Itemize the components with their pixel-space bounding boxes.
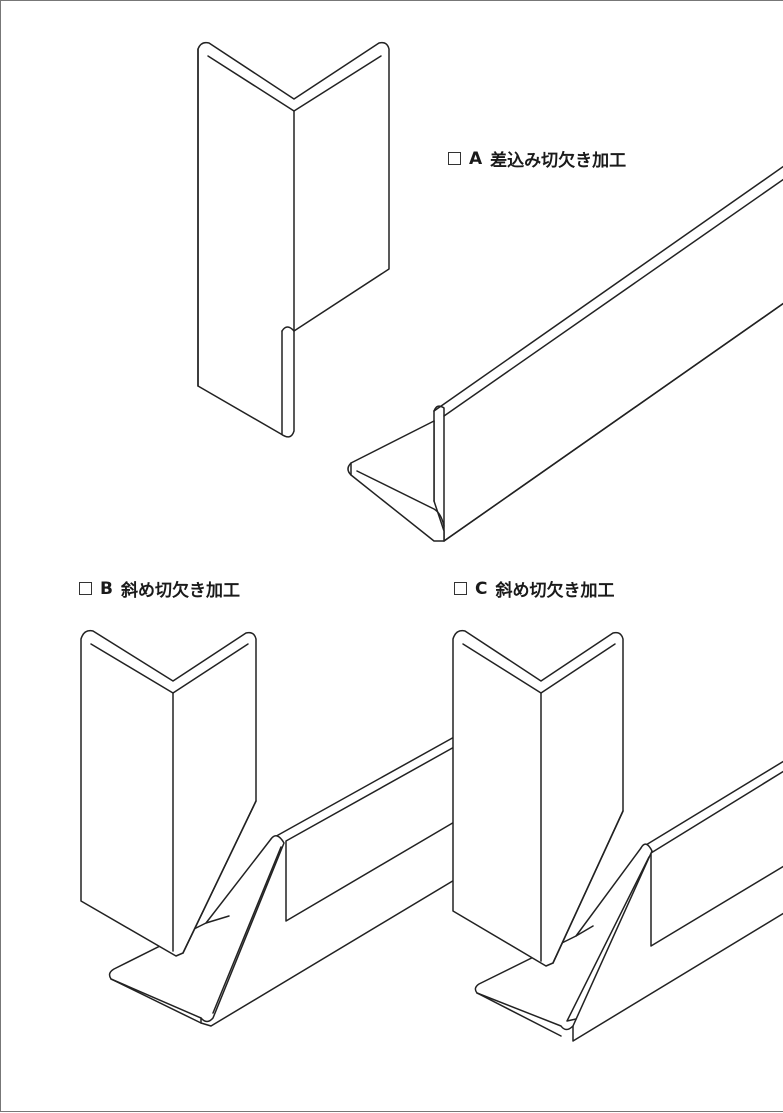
option-b-base-angle [108, 735, 457, 1027]
option-c-upright-angle [452, 629, 624, 967]
option-b-label[interactable]: B 斜め切欠き加工 [79, 576, 240, 601]
option-a-checkbox[interactable] [448, 152, 461, 165]
option-c-checkbox[interactable] [454, 582, 467, 595]
option-a-name: 差込み切欠き加工 [490, 151, 627, 171]
option-a-label[interactable]: A 差込み切欠き加工 [448, 146, 626, 171]
option-c-name: 斜め切欠き加工 [495, 581, 615, 601]
option-a-base-angle [347, 165, 783, 542]
option-b-name: 斜め切欠き加工 [120, 581, 240, 601]
option-b-upright-angle [80, 629, 257, 957]
option-b-drawing [80, 629, 457, 1027]
option-a-drawing [197, 41, 783, 542]
option-c-letter: C [475, 578, 488, 599]
option-c-label[interactable]: C 斜め切欠き加工 [454, 576, 614, 601]
option-a-letter: A [469, 148, 483, 169]
option-b-letter: B [100, 578, 113, 599]
option-a-upright-angle [197, 41, 390, 438]
option-c-base-angle [474, 760, 783, 1042]
option-b-checkbox[interactable] [79, 582, 92, 595]
option-c-drawing [452, 629, 783, 1042]
